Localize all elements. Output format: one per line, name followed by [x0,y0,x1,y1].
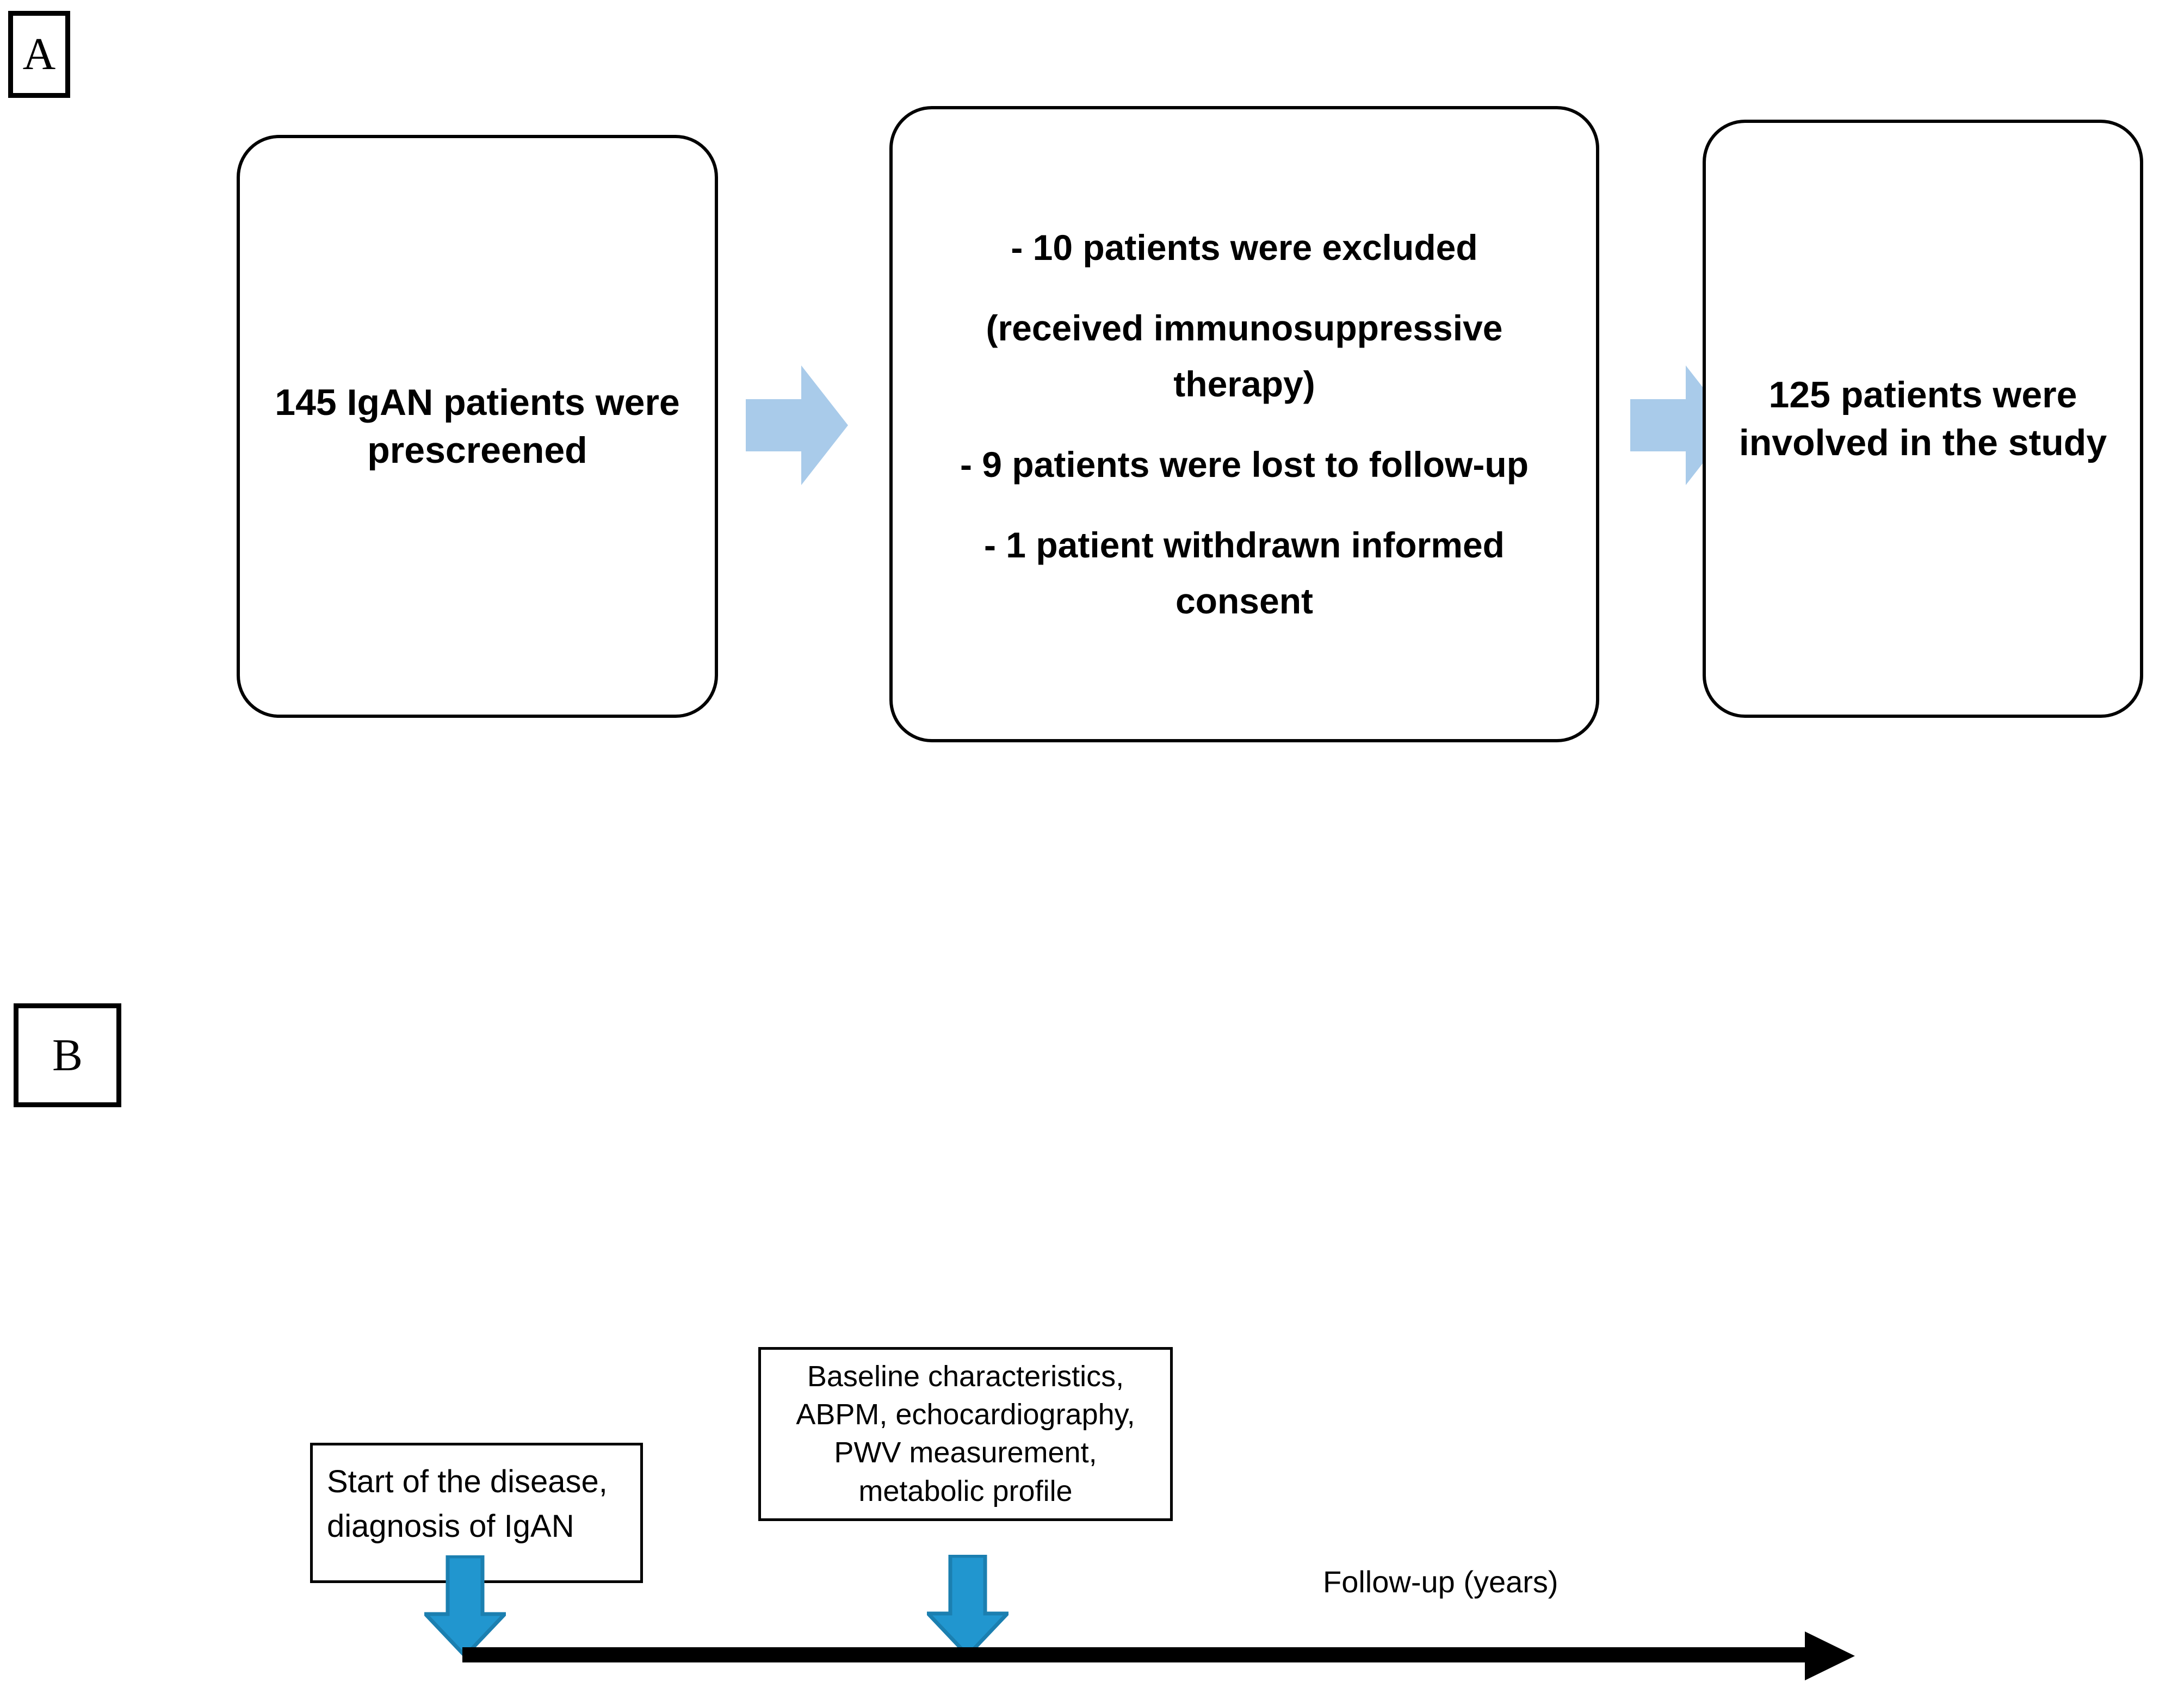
panel-label-b: B [14,1003,121,1107]
flow-box-exclusions-text: - 10 patients were excluded (received im… [893,220,1596,629]
arrow-down-icon [420,1554,510,1659]
timeline-axis-arrow-icon [462,1629,1855,1683]
flow-box-prescreened: 145 IgAN patients were prescreened [237,135,718,718]
timeline-axis-label: Follow-up (years) [1323,1565,1558,1599]
arrow-down-icon [923,1554,1012,1659]
flow-box-exclusions: - 10 patients were excluded (received im… [889,106,1599,742]
exclusion-line-4: - 1 patient withdrawn informed consent [983,525,1505,621]
timeline-event-disease-start: Start of the disease, diagnosis of IgAN [310,1443,643,1583]
flow-box-prescreened-text: 145 IgAN patients were prescreened [275,381,680,471]
panel-label-a: A [8,11,70,98]
exclusion-line-3: - 9 patients were lost to follow-up [960,444,1529,485]
timeline-event-baseline-assessment: Baseline characteristics, ABPM, echocard… [758,1347,1173,1521]
flow-box-included: 125 patients were involved in the study [1703,120,2143,718]
arrow-right-icon [746,365,848,485]
flow-box-included-text: 125 patients were involved in the study [1738,374,2107,463]
exclusion-line-2: (received immunosuppressive therapy) [986,308,1503,404]
exclusion-line-1: - 10 patients were excluded [1011,227,1478,268]
